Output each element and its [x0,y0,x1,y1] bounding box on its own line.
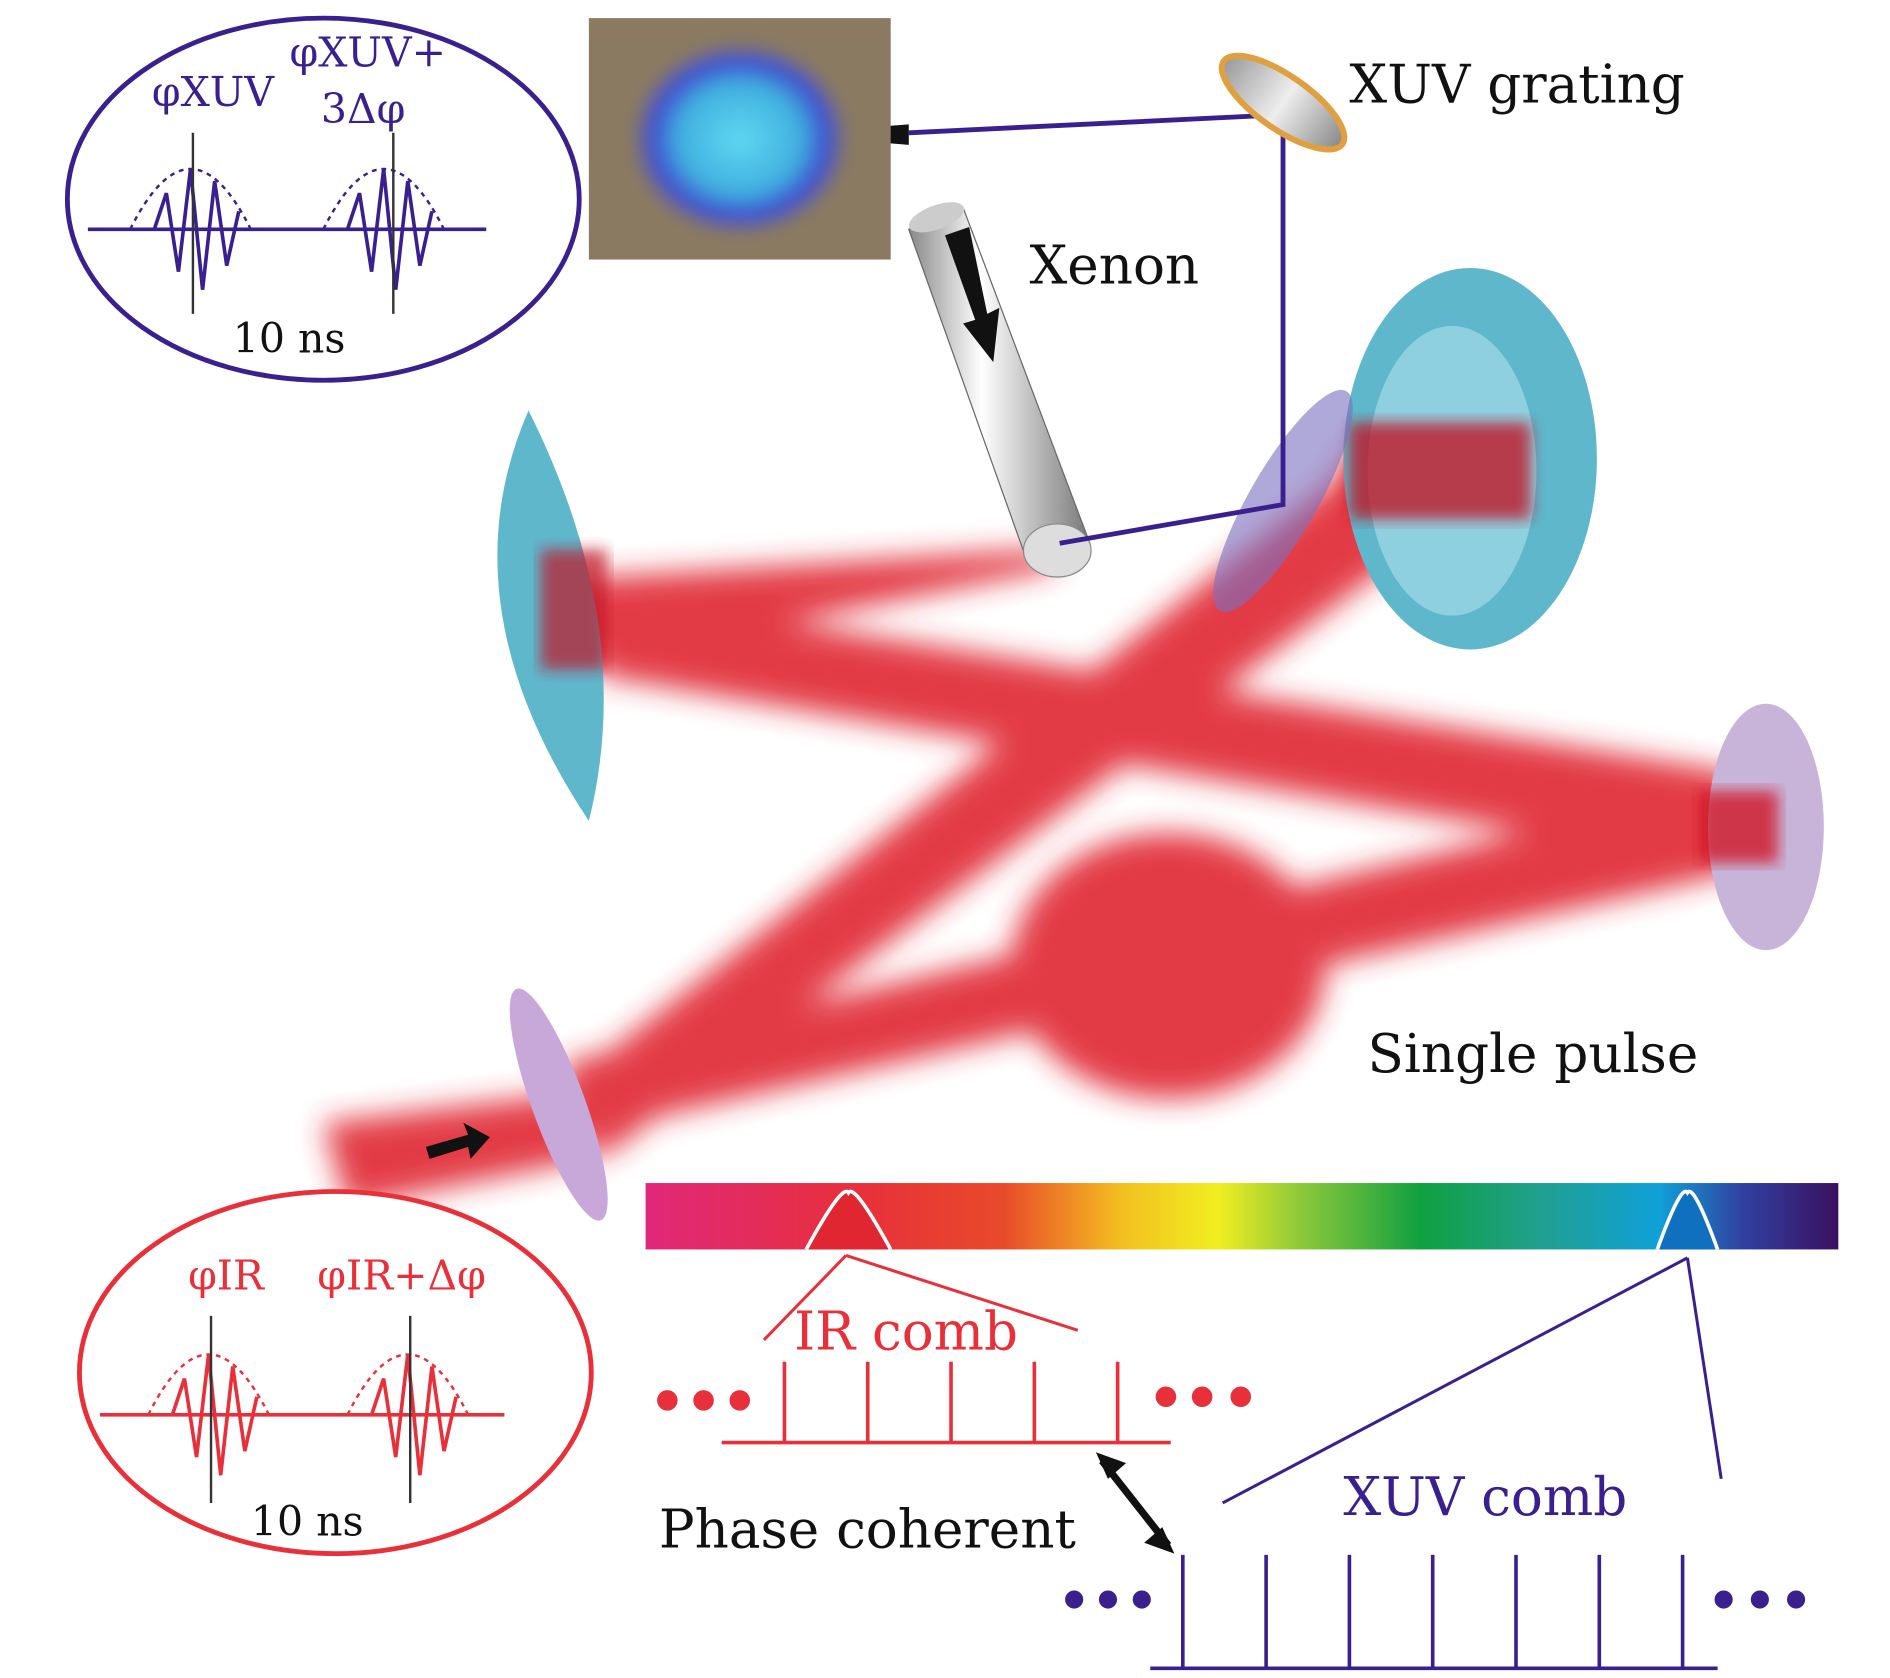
gas-flow-arrow-icon [945,226,1000,363]
xuv-spacing-label: 10 ns [233,315,346,363]
ir-phase-2: φIR+Δφ [317,1251,486,1299]
xuv-comb-label: XUV comb [1343,1466,1627,1528]
phase-coherent-label: Phase coherent [659,1499,1076,1561]
phase-coherent-arrow-icon [1099,1458,1172,1548]
input-mirror [509,988,608,1221]
xuv-phase-2: φXUV+ [289,28,446,76]
xuv-grating-label: XUV grating [1349,54,1684,116]
curved-mirror-left [497,410,607,821]
xuv-phase-1: φXUV [152,68,276,116]
xuv-spot-image [588,18,891,260]
single-pulse-label: Single pulse [1368,1023,1699,1085]
spectrum-bar [645,1183,1839,1251]
xuv-phase-2b: 3Δφ [321,85,405,133]
xenon-label: Xenon [1030,235,1200,297]
curved-mirror-right [1343,267,1597,650]
flat-mirror-right [1699,703,1824,951]
ir-comb-label: IR comb [794,1301,1018,1363]
xuv-grating [1218,52,1348,153]
xuv-comb [1065,1554,1806,1671]
arrowheads-icon [1095,1452,1175,1554]
laser-beams [323,410,1748,1208]
xuv-beam-path [908,112,1286,546]
ir-phase-1: φIR [188,1251,265,1299]
ir-spacing-label: 10 ns [251,1498,364,1546]
input-arrow-icon [425,1122,490,1159]
xuv-pulse-train-inset: φXUV φXUV+ 3Δφ 10 ns [64,15,582,383]
ir-comb [657,1361,1252,1445]
ir-pulse-train-inset: φIR φIR+Δφ 10 ns [77,1189,594,1557]
comb-arrows [762,1254,1723,1505]
xenon-jet [908,202,1092,578]
